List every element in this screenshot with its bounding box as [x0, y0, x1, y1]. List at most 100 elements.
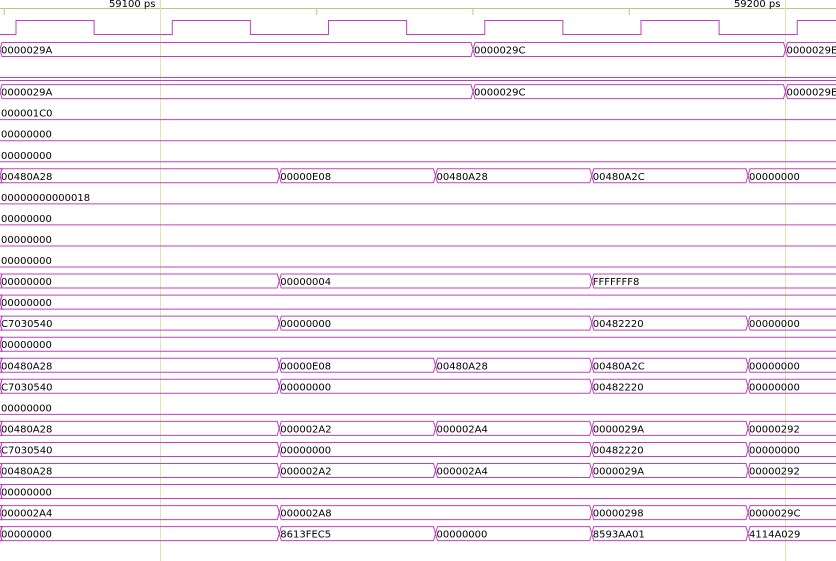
timestamp-label: 59200 ps: [734, 0, 781, 10]
signal-segment: [278, 273, 593, 289]
signal-segment: [0, 378, 280, 394]
signal-value: 00480A28: [1, 361, 52, 372]
signal-segment: [434, 463, 593, 478]
clock-wave: [0, 20, 836, 35]
signal-segment: [278, 315, 593, 331]
signal-value: 00000000: [280, 319, 331, 330]
signal-row[interactable]: 0000029A0000029C0000029E000002A0000002A2…: [0, 84, 836, 100]
signal-segment: [278, 378, 593, 394]
signal-value: 000002A2: [280, 467, 331, 478]
signal-row[interactable]: 00000000: [0, 130, 836, 142]
signal-value: 00000000: [280, 382, 331, 393]
signal-segment: [747, 463, 836, 478]
signal-segment: [0, 484, 836, 500]
signal-row[interactable]: 00000000C70305400000000007A10007000000: [0, 336, 836, 352]
signal-segment: [747, 441, 836, 457]
signal-segment: [0, 357, 280, 373]
signal-value: 0000029A: [593, 467, 645, 478]
signal-row[interactable]: 00000000: [0, 151, 836, 163]
signal-segment: [278, 505, 593, 521]
signal-value: 00000000: [1, 298, 52, 309]
signal-value: 0000029A: [1, 46, 53, 57]
signal-value: 00000298: [593, 509, 644, 520]
signal-value: 0000029E: [787, 46, 836, 57]
signal-value: 00000000: [1, 151, 52, 162]
signal-segment: [0, 336, 836, 352]
signal-value: 00480A28: [1, 172, 52, 183]
signal-segment: [591, 505, 749, 521]
signal-value: 00000004: [280, 277, 331, 288]
signal-row[interactable]: 00000000: [0, 214, 836, 226]
signal-value: C7030540: [1, 382, 53, 393]
signal-value: 000002A4: [437, 424, 488, 435]
signal-value: 0000029E: [787, 88, 836, 99]
signal-row[interactable]: 00000000000018: [0, 193, 836, 205]
signal-value: 00000000000018: [1, 193, 90, 204]
signal-segment: [278, 526, 437, 542]
signal-value: 00000E08: [280, 361, 331, 372]
signal-segment: [0, 526, 280, 542]
signal-segment: [747, 168, 836, 184]
signal-row[interactable]: 00000000: [0, 403, 836, 415]
signal-value: 00000000: [1, 235, 52, 246]
signal-value: 00000000: [1, 130, 52, 141]
timestamp-label: 59100 ps: [109, 0, 156, 10]
signal-segment: [434, 168, 593, 184]
signal-value: 00000000: [749, 445, 800, 456]
signal-segment: [591, 441, 749, 457]
signal-value: 8593AA01: [593, 530, 645, 541]
signal-segment: [0, 42, 474, 57]
signal-value: 000001C0: [1, 109, 53, 120]
signal-segment: [0, 84, 474, 100]
signal-value: 00482220: [593, 382, 644, 393]
signal-segment: [591, 463, 749, 478]
signal-value: 00480A28: [437, 172, 488, 183]
signal-value: 0000029C: [749, 509, 801, 520]
signal-segment: [0, 505, 280, 521]
signal-segment: [747, 420, 836, 436]
signal-value: 00000E08: [280, 172, 331, 183]
signal-value: 00480A28: [437, 361, 488, 372]
signal-segment: [0, 168, 280, 184]
signal-row[interactable]: 00000000C70305400000000007A10007000000: [0, 484, 836, 500]
signal-segment: [278, 357, 437, 373]
signal-value: 00000000: [749, 361, 800, 372]
signal-segment: [591, 168, 749, 184]
signal-segment: [591, 378, 749, 394]
signal-segment: [784, 42, 836, 57]
signal-value: FFFFFFF8: [593, 277, 640, 288]
signal-value: 00000000: [437, 530, 488, 541]
signal-row[interactable]: 0000029A0000029C0000029E000002A0000002A2…: [0, 42, 836, 57]
signal-segment: [747, 378, 836, 394]
signal-value: 00482220: [593, 445, 644, 456]
signal-value: 000002A8: [280, 509, 331, 520]
signal-value: 00480A28: [1, 424, 52, 435]
signal-segment: [784, 84, 836, 100]
signal-row[interactable]: 00000000C70305400000000007A10007000000: [0, 294, 836, 310]
signal-row[interactable]: 00000000: [0, 235, 836, 247]
signal-segment: [747, 526, 836, 542]
signal-row[interactable]: 000001C0: [0, 109, 836, 121]
signal-row[interactable]: [0, 77, 836, 82]
signal-value: 00480A2C: [593, 172, 645, 183]
signal-segment: [0, 294, 836, 310]
signal-value: 00000292: [749, 467, 800, 478]
signal-row[interactable]: 00000000: [0, 256, 836, 268]
signal-segment: [0, 420, 280, 436]
signal-segment: [434, 357, 593, 373]
clock-signal: [0, 20, 836, 35]
time-ruler[interactable]: 59100 ps 59200 ps: [0, 0, 836, 15]
signal-value: 0000029A: [593, 424, 645, 435]
signal-value: 0000029A: [1, 88, 53, 99]
